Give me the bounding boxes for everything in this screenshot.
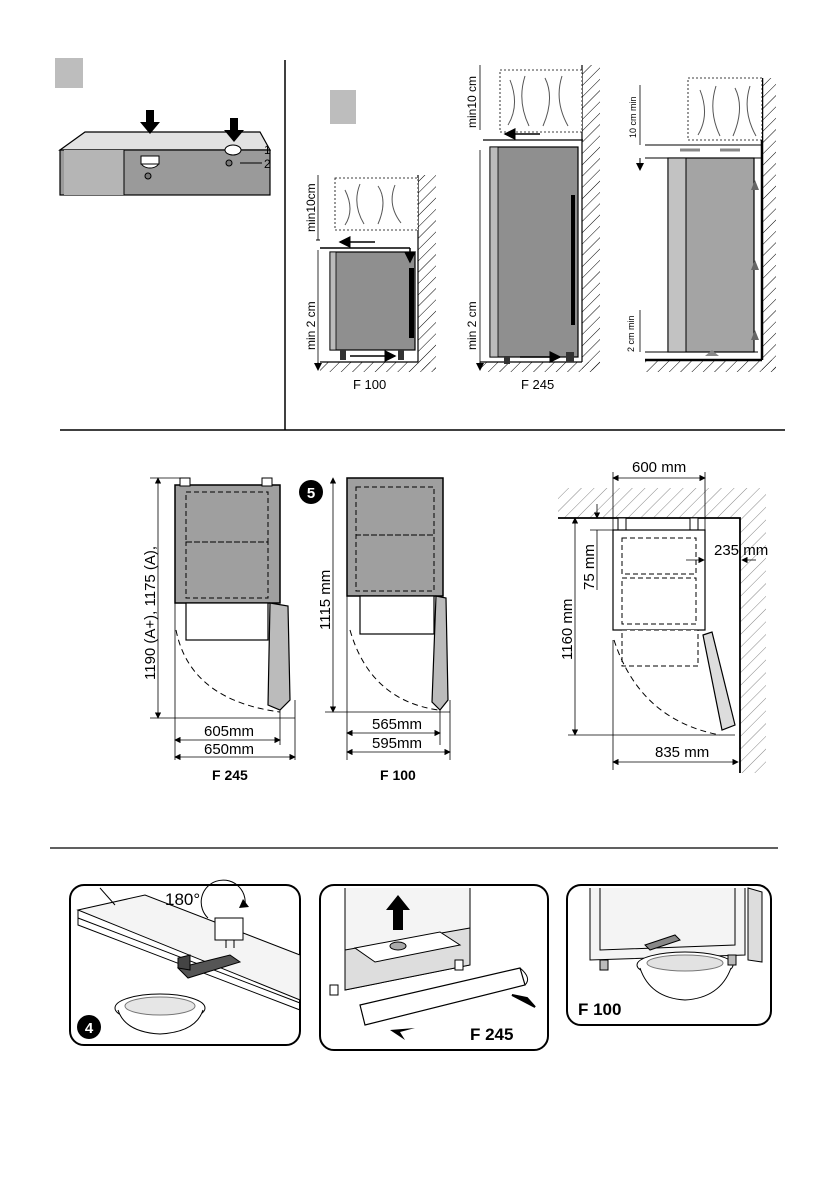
f245-min-bottom: min 2 cm (465, 301, 479, 350)
step-4-number: 4 (85, 1020, 94, 1037)
f245-dim-caption: F 245 (212, 767, 248, 783)
f100-height-label: 1115 mm (317, 570, 334, 630)
rotation-label: 180° (165, 890, 200, 909)
f245-dimensions-diagram (150, 477, 296, 761)
panel2-caption: F 245 (470, 1025, 513, 1044)
f100-dim-caption: F 100 (380, 767, 416, 783)
f245-clearance-diagram (476, 65, 600, 372)
f245-depth-open-label: 650mm (204, 741, 254, 758)
drain-panel-3 (566, 884, 772, 1026)
f100-clearance-diagram (314, 175, 436, 372)
dimensions-section: 1190 (A+), 1175 (A), 605mm 650mm F 245 1… (50, 459, 778, 849)
f100-depth-label: 565mm (372, 716, 422, 733)
plan-height-label: 1160 mm (559, 599, 576, 660)
panel3-caption: F 100 (578, 1000, 621, 1019)
f245-min-top: min10 cm (465, 76, 479, 128)
drain-panel-2 (319, 884, 549, 1051)
f100-depth-open-label: 595mm (372, 735, 422, 752)
plan-total-label: 835 mm (655, 744, 709, 761)
f100-min-top: min10cm (304, 183, 318, 232)
fridge-top-spacers (58, 110, 272, 196)
defrost-section: 180° 4 F 245 (69, 879, 772, 1051)
marker-2-label: 2 (264, 157, 271, 171)
side-top-label: 10 cm min (628, 96, 638, 138)
step-5-number: 5 (307, 485, 315, 502)
step-marker-square-2 (330, 90, 356, 124)
step-5-badge (299, 480, 323, 504)
plan-top-label: 75 mm (581, 544, 598, 590)
f100-dimensions-diagram (325, 477, 451, 760)
marker-1-label: 1 (264, 143, 271, 157)
step-marker-square (55, 58, 83, 88)
step-4-badge (77, 1015, 101, 1039)
f100-caption: F 100 (353, 377, 386, 392)
plan-view-diagram (558, 472, 766, 773)
plan-right-label: 235 mm (714, 542, 768, 559)
plan-width-label: 600 mm (632, 459, 686, 476)
f245-caption: F 245 (521, 377, 554, 392)
side-bottom-label: 2 cm min (626, 315, 636, 352)
f245-height-label: 1190 (A+), 1175 (A), (142, 546, 159, 680)
top-section: 1 2 (55, 58, 785, 431)
side-view-diagram (636, 77, 776, 372)
f100-min-bottom: min 2 cm (304, 301, 318, 350)
f245-depth-label: 605mm (204, 723, 254, 740)
drain-panel-1 (69, 879, 301, 1046)
